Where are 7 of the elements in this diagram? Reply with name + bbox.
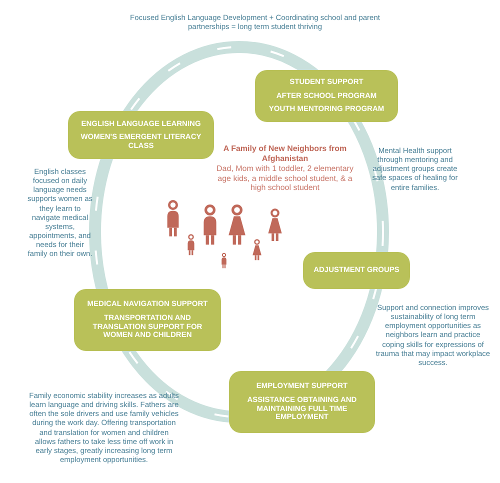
family-heading: A Family of New Neighbors from Afghanistan [222, 144, 348, 164]
program-box [74, 289, 221, 351]
program-box [229, 371, 375, 433]
program-box [255, 70, 398, 122]
program-box [68, 111, 214, 159]
program-box [303, 252, 410, 289]
family-description: Dad, Mom with 1 toddler, 2 elementary age kids, a middle school student, & a high school student [216, 164, 354, 193]
